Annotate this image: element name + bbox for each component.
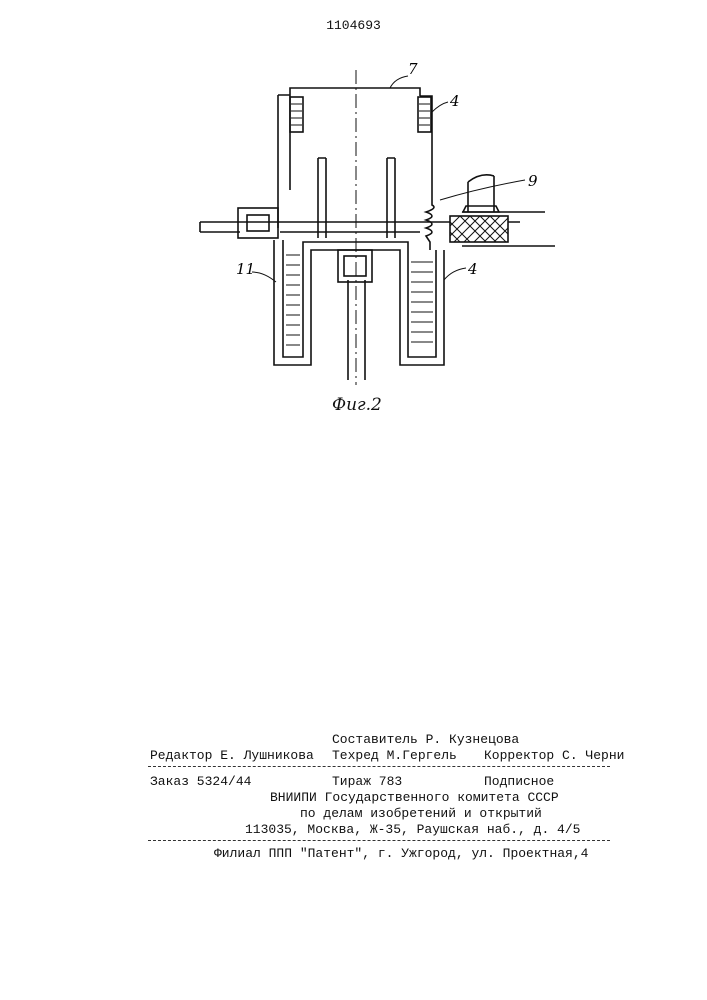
label-part-7: 7 — [408, 60, 418, 78]
label-part-4-top: 4 — [449, 92, 460, 110]
liquid-fill — [286, 255, 433, 345]
label-part-4-bottom: 4 — [467, 260, 478, 278]
publisher-org-line1: ВНИИПИ Государственного комитета СССР — [270, 790, 559, 806]
divider-rule-2 — [148, 840, 610, 841]
crosshatch-block — [450, 216, 508, 242]
bearing-top-left — [290, 97, 303, 132]
order-number: Заказ 5324/44 — [150, 774, 251, 790]
subscription-note: Подписное — [484, 774, 554, 790]
figure-caption: Фиг.2 — [332, 395, 382, 415]
publisher-address: 113035, Москва, Ж-35, Раушская наб., д. … — [245, 822, 580, 838]
publisher-org-line2: по делам изобретений и открытий — [300, 806, 542, 822]
vessel-inner — [283, 240, 436, 357]
patent-figure-drawing: 7 4 9 11 4 — [0, 0, 707, 440]
circulation: Тираж 783 — [332, 774, 402, 790]
branch-address: Филиал ППП "Патент", г. Ужгород, ул. Про… — [214, 846, 588, 862]
shaft-fitting-left — [238, 208, 278, 238]
label-part-11: 11 — [236, 260, 255, 278]
editor-credit: Редактор Е. Лушникова — [150, 748, 314, 764]
top-cap — [278, 88, 420, 228]
central-coupling — [338, 250, 372, 282]
compiler-credit: Составитель Р. Кузнецова — [332, 732, 519, 748]
vertical-plate-1 — [318, 158, 326, 238]
techred-credit: Техред М.Гергель — [332, 748, 457, 764]
label-part-9: 9 — [528, 172, 538, 190]
spring — [426, 200, 434, 250]
divider-rule-1 — [148, 766, 610, 767]
bearing-top-right — [418, 97, 431, 132]
corrector-credit: Корректор С. Черни — [484, 748, 624, 764]
vertical-plate-2 — [387, 158, 395, 238]
